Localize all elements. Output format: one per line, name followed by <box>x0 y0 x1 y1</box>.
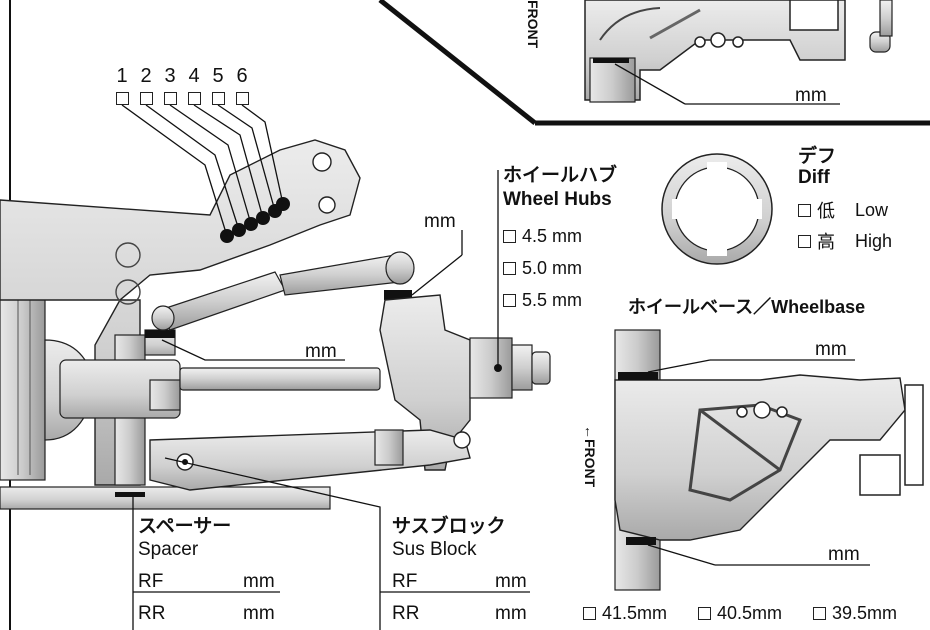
sus-block-title-en: Sus Block <box>392 539 477 560</box>
diff-option-low[interactable]: 低 Low <box>798 199 889 221</box>
diff-title-en: Diff <box>798 167 830 188</box>
spacer-title-jp: スペーサー <box>138 516 232 537</box>
diff-high-en: High <box>855 230 893 251</box>
wheel-hub-option-3[interactable]: 5.5 mm <box>503 290 582 310</box>
position-number-5: 5 <box>212 65 224 87</box>
wheelbase-checkbox-2[interactable] <box>698 606 711 620</box>
wheelbase-option-1[interactable]: 41.5mm <box>583 603 667 623</box>
sus-block-rr-unit: mm <box>495 603 527 624</box>
position-checkbox-5[interactable] <box>212 92 225 105</box>
diff-high-checkbox[interactable] <box>798 234 811 248</box>
sus-block-title-jp: サスブロック <box>392 516 506 537</box>
diff-option-high[interactable]: 高 High <box>798 230 893 252</box>
wheel-hubs-title-en: Wheel Hubs <box>503 189 612 210</box>
position-number-3: 3 <box>164 65 176 87</box>
spacer-rr-unit: mm <box>243 603 275 624</box>
position-checkbox-4[interactable] <box>188 92 201 105</box>
diff-low-jp: 低 <box>817 201 835 221</box>
wheel-hub-option-2[interactable]: 5.0 mm <box>503 258 582 278</box>
spacer-rf-label: RF <box>138 571 164 592</box>
wheel-hub-option-label: 4.5 mm <box>522 225 583 246</box>
position-checkbox-2[interactable] <box>140 92 153 105</box>
wheelbase-checkbox-1[interactable] <box>583 606 596 620</box>
top-inset <box>584 0 893 105</box>
wheel-hub-option-label: 5.5 mm <box>522 289 583 310</box>
wheelbase-upper-unit: mm <box>815 339 847 360</box>
wheelbase-lower-unit: mm <box>828 544 860 565</box>
position-checkbox-3[interactable] <box>164 92 177 105</box>
wheel-hub-checkbox-3[interactable] <box>503 293 516 307</box>
diff-low-checkbox[interactable] <box>798 203 811 217</box>
position-checkbox-6[interactable] <box>236 92 249 105</box>
position-number-6: 6 <box>236 65 248 87</box>
spacer-rf-unit: mm <box>243 571 275 592</box>
sus-block-rr-label: RR <box>392 603 420 624</box>
main-side-view <box>0 104 551 630</box>
position-checkbox-1[interactable] <box>116 92 129 105</box>
wheelbase-option-2[interactable]: 40.5mm <box>698 603 782 623</box>
wheelbase-option-label: 39.5mm <box>832 602 898 623</box>
wheelbase-checkbox-3[interactable] <box>813 606 826 620</box>
wheel-hub-option-label: 5.0 mm <box>522 257 583 278</box>
top-inset-unit: mm <box>795 85 827 106</box>
wheelbase-option-3[interactable]: 39.5mm <box>813 603 897 623</box>
top-front-label: FRONT <box>525 0 541 49</box>
sus-block-rf-label: RF <box>392 571 418 592</box>
diff-high-jp: 高 <box>817 232 835 252</box>
link-mount-shim-unit: mm <box>305 341 337 362</box>
position-number-2: 2 <box>140 65 152 87</box>
wheelbase-front-label: ←FRONT <box>582 425 598 488</box>
spacer-rr-label: RR <box>138 603 166 624</box>
wheelbase-option-label: 40.5mm <box>717 602 783 623</box>
wheel-hub-option-1[interactable]: 4.5 mm <box>503 226 582 246</box>
diff-low-en: Low <box>855 199 889 220</box>
spacer-title-en: Spacer <box>138 539 199 560</box>
wheelbase-arm <box>614 329 924 591</box>
wheel-hub-checkbox-2[interactable] <box>503 261 516 275</box>
wheel-hubs-title-jp: ホイールハブ <box>503 165 618 186</box>
sus-block-rf-unit: mm <box>495 571 527 592</box>
position-number-4: 4 <box>188 65 200 87</box>
wheel-hubs-upright-unit: mm <box>424 211 456 232</box>
position-number-1: 1 <box>116 65 128 87</box>
diff-ring-icon <box>661 153 773 265</box>
wheelbase-option-label: 41.5mm <box>602 602 668 623</box>
wheelbase-title: ホイールベース／Wheelbase <box>628 297 866 317</box>
diff-title-jp: デフ <box>798 146 837 167</box>
wheel-hub-checkbox-1[interactable] <box>503 229 516 243</box>
